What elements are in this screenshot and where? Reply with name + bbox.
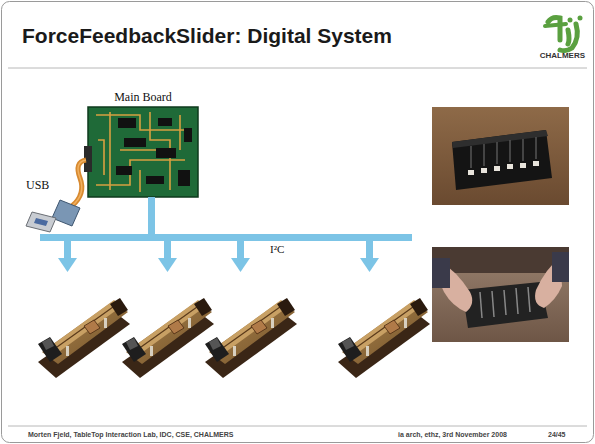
slide-number: 24/45 [548,431,566,439]
footer-author: Morten Fjeld, TableTop Interaction Lab, … [28,431,233,439]
footer-rule [8,426,587,427]
footer-event: ia arch, ethz, 3rd November 2008 [398,431,507,439]
main-board: Main Board [84,90,202,200]
hands-photo [432,247,569,342]
logo-mark [545,16,583,51]
node-label: USB [26,178,62,192]
i2c-bus [40,197,412,272]
title-rule [8,68,587,69]
node-label: Main Board [84,90,202,104]
device-photo [432,107,569,205]
bus-name: I²C [270,243,284,255]
slide-title: ForceFeedbackSlider: Digital System [22,24,392,48]
logo-wordmark: CHALMERS [540,52,585,61]
usb-connector: USB [26,178,62,196]
usb-plug-picture [26,160,86,232]
slider-module-pictures [38,298,430,378]
main-board-picture [84,107,198,197]
